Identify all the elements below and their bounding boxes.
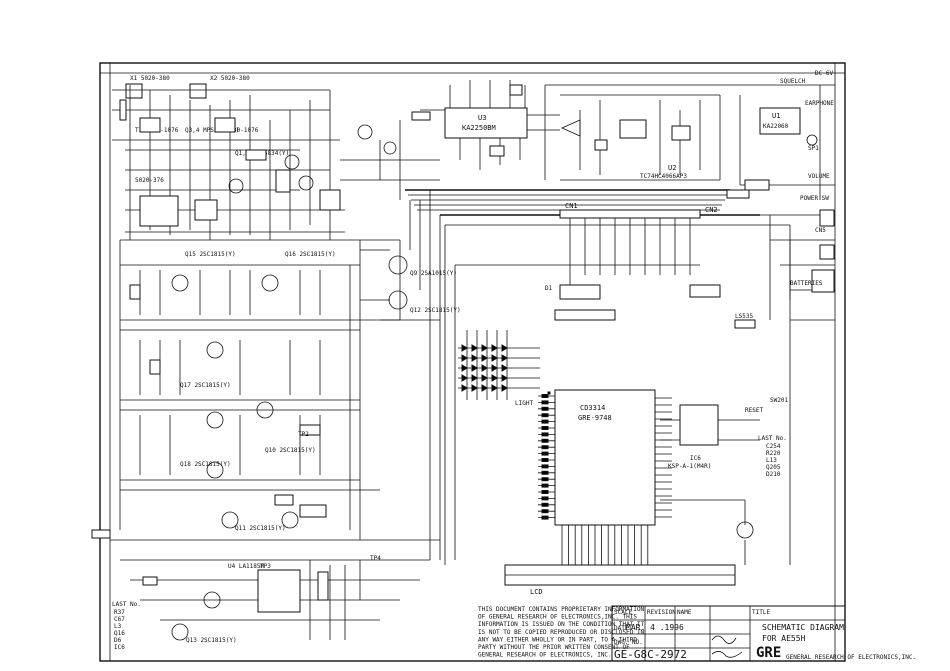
if-section: X1 5020-380 X2 5020-380 T1 5030-1076 T2 … [112,75,345,240]
date-label: DATE [614,625,629,632]
ic-u5-mcu [547,391,551,395]
mcu-section: CD3314 GRE-9748 LCD IC6 KSP-A-1(M4R) LS5… [444,224,791,596]
sheet-border [99,62,846,662]
dwg-number: GE-G8C-2972 [614,648,687,661]
ic-u3 [444,107,528,139]
power-section: BATTERIES CN5 [760,209,835,321]
legend-item: Q16 [114,630,125,637]
date-value: MAR. 4 .1996 [626,623,684,632]
label-u3-part: KA2250BM [462,124,496,132]
title-block: SCALE REVISION NAME TITLE DATE MAR. 4 .1… [611,605,916,662]
legend-item: Q205 [766,464,781,471]
legend-item: L3 [114,623,122,630]
label-u4: U4 LA1185M [228,563,265,570]
label-u1: U1 [772,112,780,120]
notice-line: IS NOT TO BE COPIED REPRODUCED OR DISCLO… [478,629,645,636]
label-squelch: SQUELCH [780,78,806,85]
label-x1: X1 5020-380 [130,75,170,82]
diagram-subtitle: FOR AE55H [762,634,806,643]
label-q12-vco: Q12 2SC1815(Y) [410,307,461,314]
legend-item: R37 [114,609,125,616]
label-tp4: TP4 [370,555,381,562]
label-x2: X2 5020-380 [210,75,250,82]
audio-amp-section: U3 KA2250BM [340,80,560,200]
label-ds1: LS535 [735,313,753,320]
legend-item: C67 [114,616,125,623]
key-matrix [458,330,540,400]
label-u2: U2 [668,164,676,172]
scale-label: SCALE [614,609,632,616]
label-t2: T2 5030-1076 [215,127,259,134]
legend-item: IC6 [114,644,125,651]
notice-line: PARTY WITHOUT THE PRIOR WRITTEN CONSENT … [478,644,630,651]
mcu-pins-left [538,394,555,520]
label-q15: Q15 2SC1815(Y) [185,251,236,258]
diagram-title: SCHEMATIC DIAGRAM [762,623,844,632]
label-u1-part: KA22060 [763,123,789,130]
legend-item: R220 [766,450,781,457]
label-light: LIGHT [515,400,533,407]
label-cn2: CN2 [705,206,718,214]
squelch-section: U1 KA22060 U2 TC74HC4066AP3 SQUELCH EARP… [544,70,835,202]
label-volume: VOLUME [808,173,830,180]
label-power-sw: POWER SW [800,195,829,202]
bus-section: CN1 CN2 [405,189,760,560]
label-u5: CD3314 [580,404,605,412]
label-earphone: EARPHONE [805,100,834,107]
ic-u5-mcu-body [554,389,656,526]
vco-section: Q9 2SA1015(Y) Q12 2SC1815(Y) [360,240,461,321]
label-u5-part: GRE-9748 [578,414,612,422]
label-lcd: LCD [530,588,543,596]
label-q17: Q17 2SC1815(Y) [180,382,231,389]
label-q9: Q9 2SA1015(Y) [410,270,457,277]
label-u3: U3 [478,114,486,122]
label-batteries: BATTERIES [790,280,823,287]
revision-label: REVISION [647,609,676,616]
label-q13: Q13 2SC1815(Y) [186,637,237,644]
label-q10: Q10 2SC1815(Y) [265,447,316,454]
label-u2-part: TC74HC4066AP3 [640,173,687,180]
label-tp2: TP2 [298,431,309,438]
label-last-no-right: LAST No. [758,435,787,442]
label-cn1: CN1 [565,202,578,210]
mcu-pins-right [655,397,672,518]
lower-left-section: U4 LA1185M Q13 2SC1815(Y) TP1 TP2 TP3 TP… [91,431,440,651]
label-sp1: SP1 [808,145,819,152]
rf-stages: Q15 2SC1815(Y) Q16 2SC1815(Y) Q17 2SC181… [119,239,400,540]
label-reset: RESET [745,407,763,414]
ic-u4 [257,569,301,613]
proprietary-notice: THIS DOCUMENT CONTAINS PROPRIETARY INFOR… [478,606,645,659]
gre-logo: GRE [756,645,781,661]
name-label: NAME [677,609,692,616]
company-name: GENERAL RESEARCH OF ELECTRONICS,INC. [786,654,916,661]
legend-item: D6 [114,637,122,644]
label-q16: Q16 2SC1815(Y) [285,251,336,258]
ic-u1 [759,107,801,135]
mcu-pins-bottom [561,525,649,565]
label-ic6: IC6 [690,455,701,462]
label-cn5: CN5 [815,227,826,234]
notice-line: ANY WAY EITHER WHOLLY OR IN PART, TO A T… [478,636,637,643]
legend-item: C254 [766,443,781,450]
title-label: TITLE [752,609,770,616]
legend-item: L13 [766,457,777,464]
notice-line: GENERAL RESEARCH OF ELECTRONICS, INC. [478,652,612,659]
label-tp3: TP3 [260,563,271,570]
legend-item: D210 [766,471,781,478]
label-dc: DC 6V [815,70,833,77]
notice-line: THIS DOCUMENT CONTAINS PROPRIETARY INFOR… [478,606,645,613]
label-q34: Q3,4 MPS5834(Y) [185,127,239,134]
notice-line: OF GENERAL RESEARCH OF ELECTRONICS,INC. … [478,614,637,621]
notice-line: INFORMATION IS ISSUED ON THE CONDITION T… [478,621,645,628]
label-last-no-left: LAST No. [112,601,141,608]
label-q11: Q11 2SC1815(Y) [235,525,286,532]
label-sw201: SW201 [770,397,788,404]
label-ic6-part: KSP-A-1(M4R) [668,463,711,470]
label-d1: D1 [545,285,553,292]
label-q18: Q18 2SC1815(Y) [180,461,231,468]
dwg-label: DWG. NO. [614,639,643,646]
